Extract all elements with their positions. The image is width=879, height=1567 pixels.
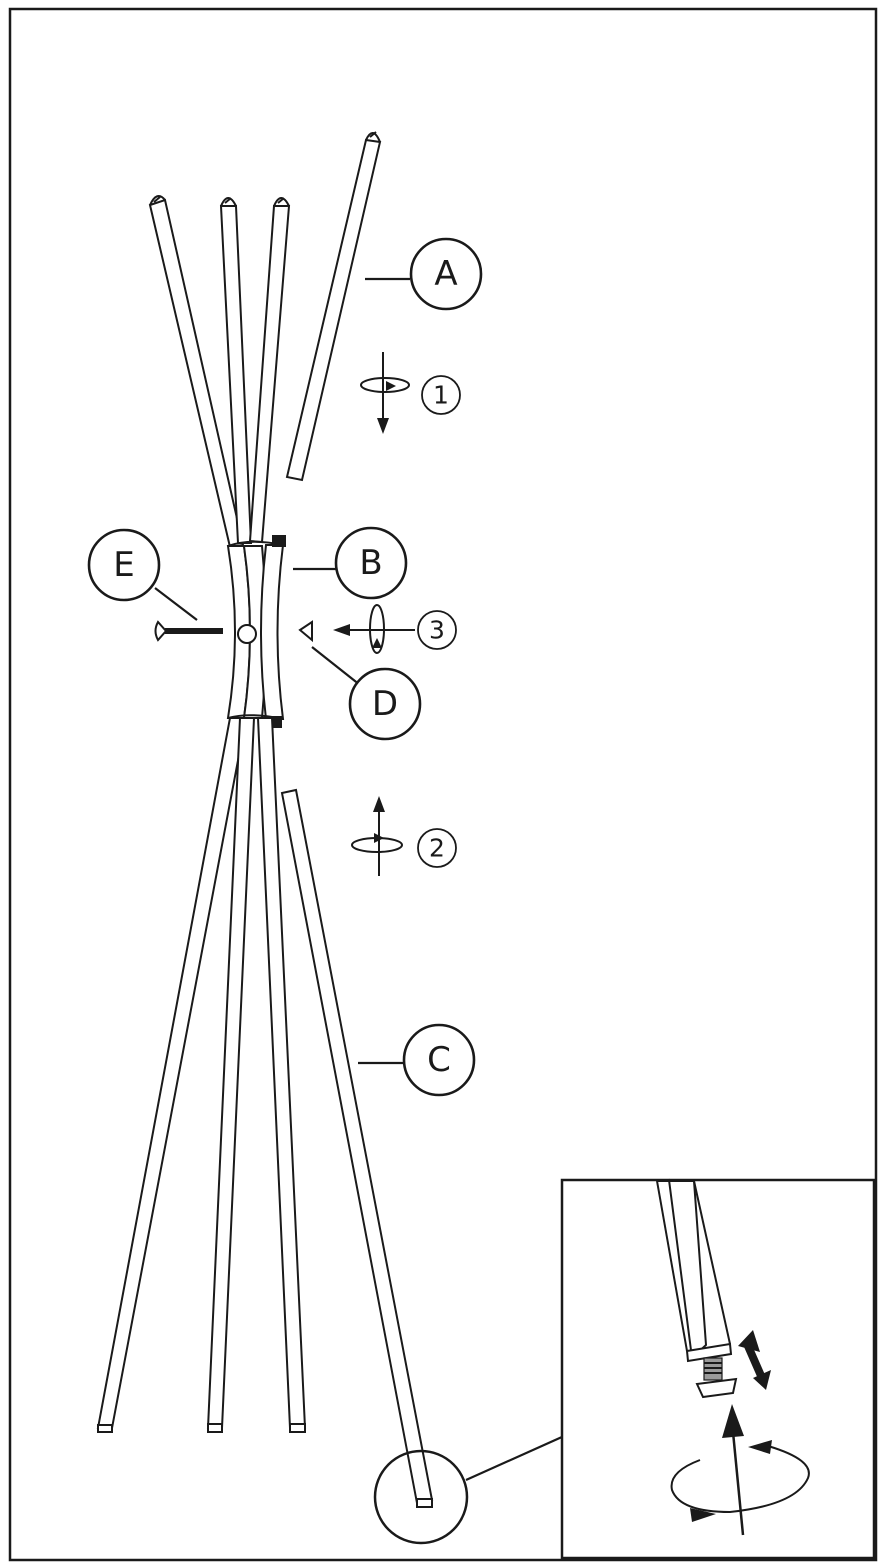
- cap-nut: [298, 620, 313, 643]
- callout-b-label: B: [359, 543, 382, 583]
- detail-inset: [560, 1178, 876, 1560]
- rotate-ellipse: [369, 604, 385, 654]
- leveling-foot: [695, 1377, 738, 1399]
- rotate-arrow-icon: [374, 833, 384, 843]
- middle-connector: [226, 535, 286, 728]
- leader-e: [154, 587, 198, 621]
- inset-rod-edge-left: [656, 1180, 688, 1352]
- step-1-indicator: 1: [360, 352, 461, 434]
- upper-rod-3: [248, 205, 291, 544]
- step-3-label: 3: [429, 616, 445, 645]
- inset-up-arrow-shaft: [731, 1431, 745, 1536]
- inset-rotate-arrow-top-icon: [748, 1440, 772, 1454]
- connector-section-right: [260, 544, 285, 720]
- callout-e: E: [87, 528, 161, 602]
- inset-rotate-ellipse: [670, 1445, 810, 1514]
- cap-nut-d: [298, 620, 313, 643]
- rod-foot: [416, 1498, 433, 1508]
- up-arrow-icon: [373, 796, 385, 812]
- leader-d: [311, 646, 361, 686]
- callout-c: C: [402, 1023, 476, 1097]
- step-2-badge: [417, 828, 457, 868]
- detail-magnifier-circle: [373, 1449, 469, 1545]
- adjust-double-arrow-icon: [738, 1330, 771, 1390]
- connector-top-cap: [272, 535, 286, 547]
- rod-tip-cap: [273, 197, 290, 207]
- inset-rod-end-cap: [685, 1342, 733, 1363]
- inset-rod-edge-right: [693, 1180, 731, 1345]
- down-arrow-icon: [377, 418, 389, 434]
- bolt-head: [154, 620, 168, 642]
- rod-tip-cap: [220, 197, 237, 207]
- rotate-ellipse: [360, 377, 410, 393]
- callout-a-label: A: [434, 254, 457, 294]
- callout-c-label: C: [427, 1040, 451, 1080]
- step-2-label: 2: [429, 834, 445, 863]
- step-1-badge: [421, 375, 461, 415]
- threaded-stud: [703, 1357, 723, 1381]
- connector-bolt-hole: [237, 624, 257, 644]
- lower-rods: [96, 717, 434, 1508]
- rotate-arrow-icon: [386, 381, 396, 391]
- step-1-label: 1: [433, 381, 449, 410]
- callout-b: B: [334, 526, 408, 600]
- rotate-arrow-icon: [372, 638, 382, 648]
- callout-a: A: [409, 237, 483, 311]
- callout-d: D: [348, 667, 422, 741]
- rod-tip-cap: [365, 131, 381, 143]
- upper-rod-detached: [285, 138, 382, 482]
- inset-rotate-arrow-bottom-icon: [690, 1508, 716, 1522]
- upper-rod-2: [219, 205, 253, 544]
- step-3-indicator: 3: [333, 604, 457, 654]
- rod-foot: [289, 1423, 306, 1433]
- callout-e-label: E: [113, 545, 134, 585]
- inset-up-arrow-icon: [722, 1404, 744, 1438]
- upper-rods: [148, 131, 382, 549]
- rod-tip-cap: [149, 195, 166, 206]
- callout-d-label: D: [372, 684, 398, 724]
- outer-frame: [8, 7, 878, 1562]
- bolt-e: [154, 620, 223, 642]
- step-2-indicator: 2: [351, 796, 457, 876]
- left-arrow-icon: [333, 624, 350, 636]
- step-3-badge: [417, 610, 457, 650]
- rod-foot: [207, 1423, 223, 1433]
- rod-foot: [97, 1424, 113, 1433]
- bolt-shaft: [165, 628, 223, 634]
